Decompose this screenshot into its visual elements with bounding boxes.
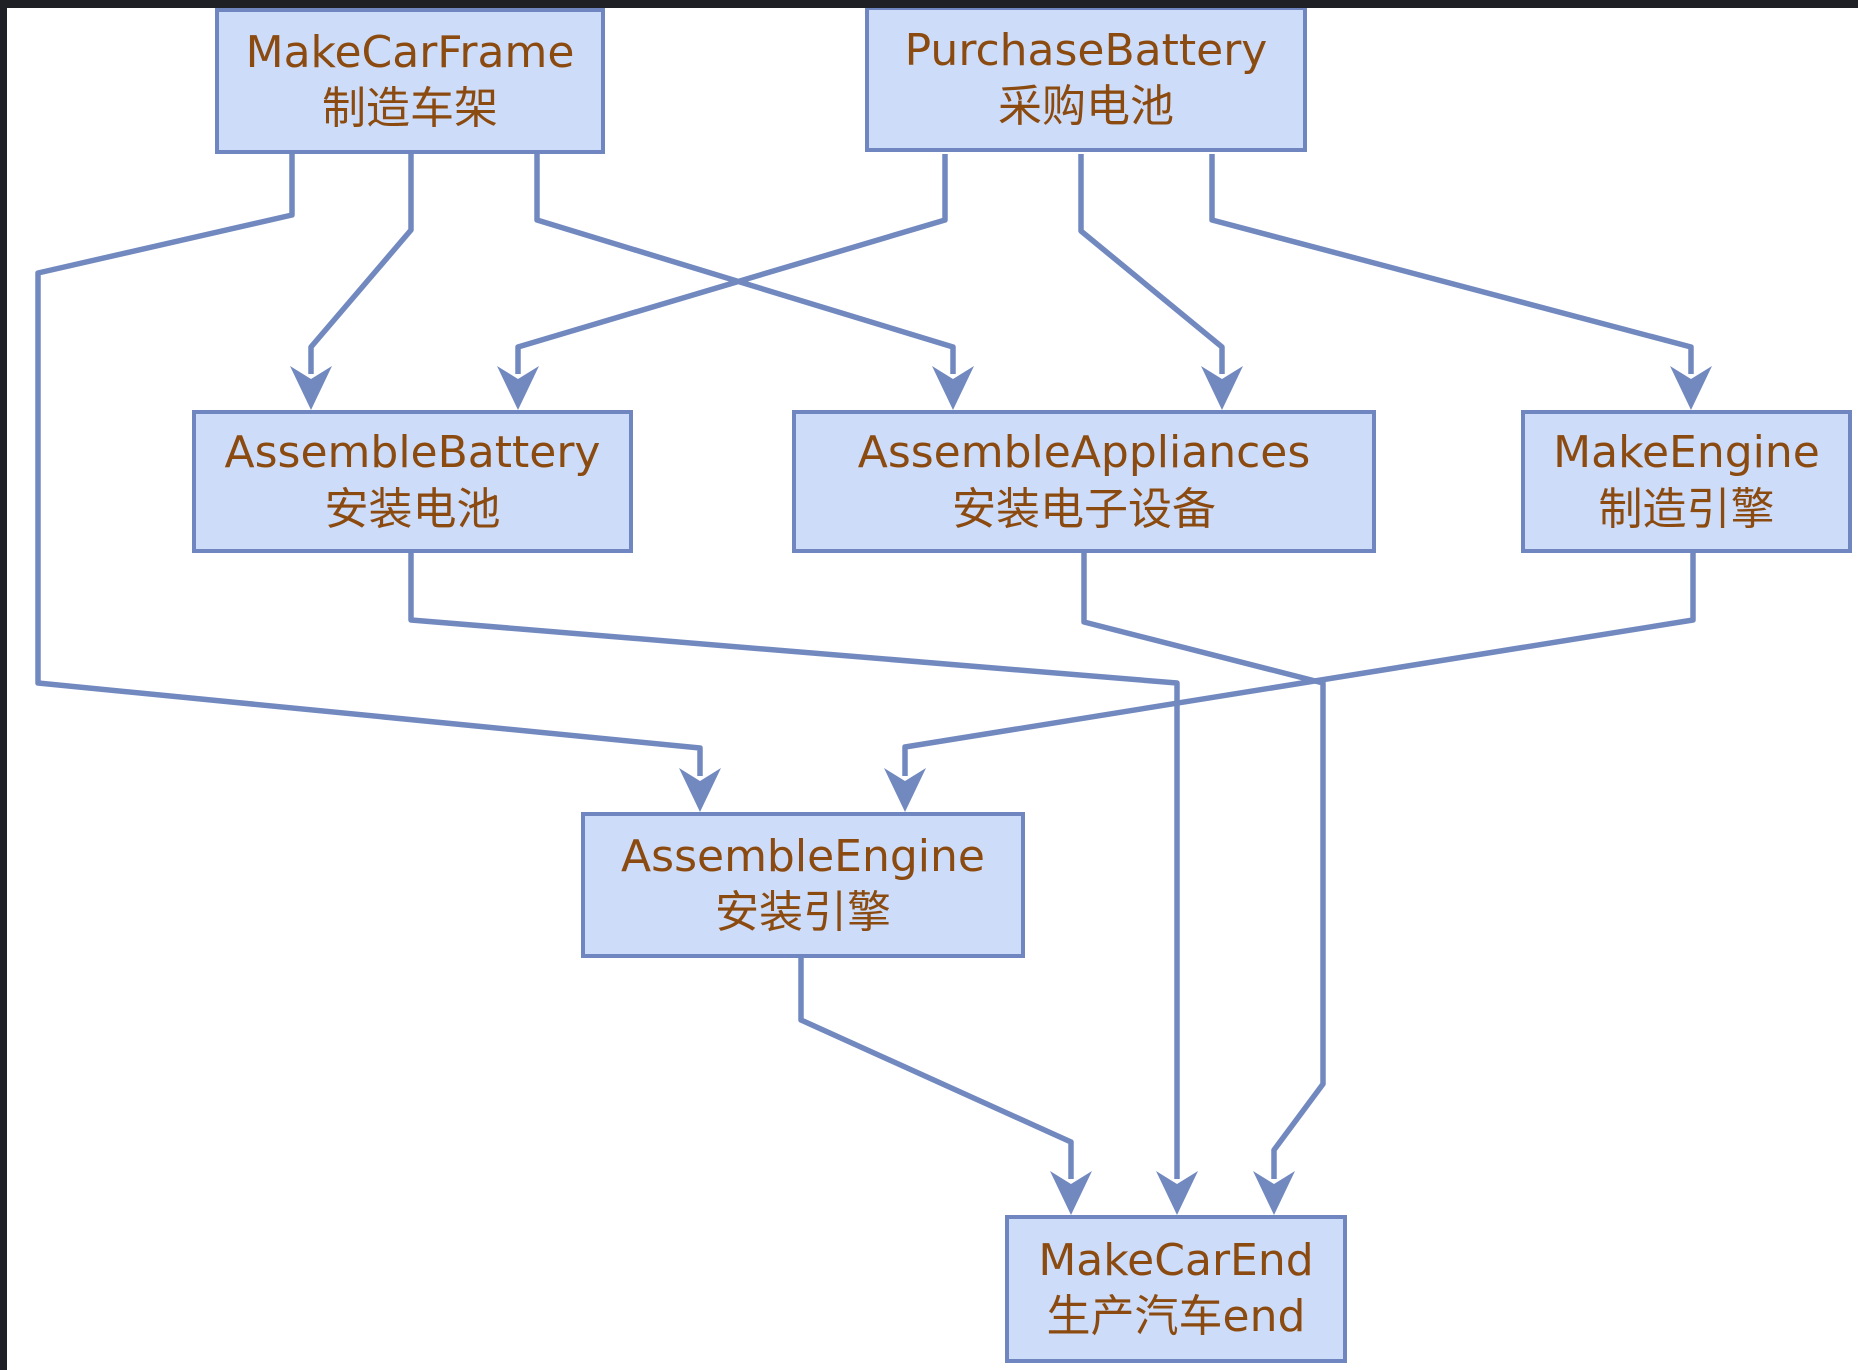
arrowhead-purchasebattery-to-assembleappliances <box>1201 366 1243 410</box>
edge-assembleengine-to-makecarend <box>798 958 1074 1179</box>
edge-makecarframe-to-assembleappliances <box>534 154 956 374</box>
arrowhead-purchasebattery-to-assemblebattery <box>497 366 539 410</box>
node-label-en: AssembleBattery <box>224 427 601 479</box>
node-label-zh: 生产汽车end <box>1046 1291 1306 1342</box>
arrowhead-makecarframe-to-assembleengine <box>679 768 721 812</box>
edge-makeengine-to-assembleengine <box>902 553 1696 776</box>
edge-makecarframe-to-assemblebattery <box>308 154 414 374</box>
node-label-zh: 制造引擎 <box>1598 483 1775 535</box>
arrowhead-makecarframe-to-assembleappliances <box>932 366 974 410</box>
arrowhead-assembleappliances-to-makecarend <box>1253 1171 1295 1215</box>
node-label-zh: 制造车架 <box>322 83 498 134</box>
node-label-en: AssembleEngine <box>621 830 985 882</box>
window-top-border <box>0 0 1858 8</box>
node-label-zh: 安装电池 <box>324 483 501 535</box>
edge-assembleappliances-to-makecarend <box>1081 553 1326 1179</box>
arrowhead-assembleengine-to-makecarend <box>1050 1171 1092 1215</box>
node-label-zh: 安装电子设备 <box>952 483 1216 535</box>
node-label-en: AssembleAppliances <box>857 427 1311 479</box>
arrowhead-purchasebattery-to-makeengine <box>1670 366 1712 410</box>
node-label-en: MakeEngine <box>1553 427 1820 479</box>
window-left-border <box>0 0 7 1370</box>
edge-purchasebattery-to-makeengine <box>1209 154 1694 374</box>
edge-purchasebattery-to-assembleappliances <box>1078 154 1225 374</box>
node-label-zh: 安装引擎 <box>715 887 891 938</box>
node-label-en: PurchaseBattery <box>904 24 1268 76</box>
node-label-en: MakeCarEnd <box>1038 1234 1314 1286</box>
arrowhead-makecarframe-to-assemblebattery <box>290 366 332 410</box>
arrowhead-makeengine-to-assembleengine <box>884 768 926 812</box>
node-label-en: MakeCarFrame <box>245 26 575 78</box>
edge-purchasebattery-to-assemblebattery <box>515 154 948 374</box>
arrowhead-assemblebattery-to-makecarend <box>1156 1171 1198 1215</box>
node-label-zh: 采购电池 <box>998 81 1174 132</box>
